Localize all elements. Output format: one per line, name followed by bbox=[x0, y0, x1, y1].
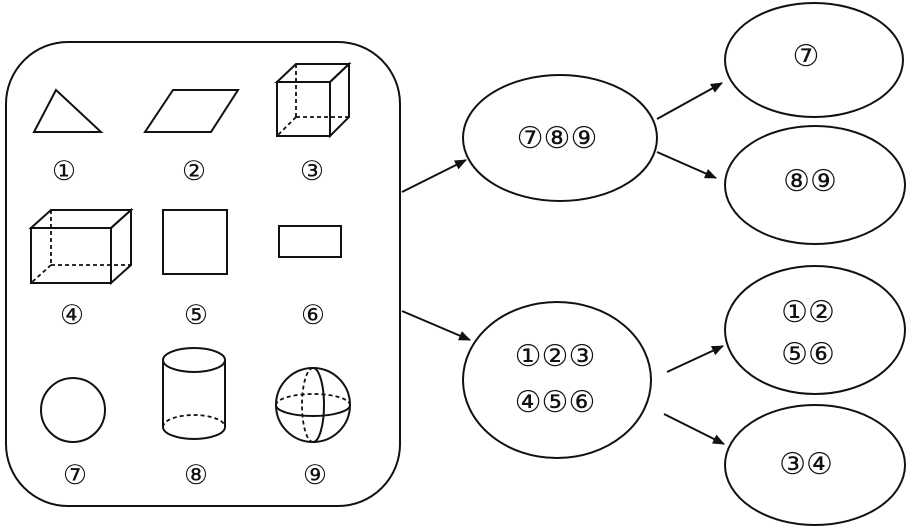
parallelogram-icon bbox=[143, 89, 240, 133]
cube-icon bbox=[274, 61, 352, 139]
shape-label-4: ④ bbox=[60, 300, 84, 331]
arrow-to-bottom-top bbox=[666, 345, 724, 373]
group-node-top-bottom bbox=[724, 125, 906, 245]
arrow-to-bottom-bottom bbox=[663, 413, 725, 445]
cylinder-icon bbox=[162, 347, 226, 440]
shape-label-2: ② bbox=[182, 156, 206, 187]
shape-label-9: ⑨ bbox=[303, 460, 327, 491]
arrow-to-top-bottom bbox=[656, 151, 717, 179]
circle-icon bbox=[40, 377, 106, 443]
group-node-bottom-bottom-label: ③④ bbox=[779, 447, 833, 482]
group-node-bottom-top-label-line1: ①② bbox=[781, 295, 835, 330]
group-node-top-top bbox=[724, 2, 904, 118]
rectangle-icon bbox=[278, 225, 342, 258]
shape-label-6: ⑥ bbox=[301, 300, 325, 331]
cuboid-icon bbox=[28, 207, 134, 286]
group-node-bottom bbox=[462, 301, 652, 459]
arrow-to-bottom-group bbox=[401, 310, 471, 341]
shape-label-3: ③ bbox=[300, 156, 324, 187]
shape-label-5: ⑤ bbox=[184, 300, 208, 331]
group-node-top bbox=[462, 74, 658, 202]
group-node-bottom-bottom bbox=[724, 404, 906, 526]
group-node-bottom-label-line1: ①②③ bbox=[515, 339, 596, 374]
shape-label-1: ① bbox=[52, 156, 76, 187]
shapes-container bbox=[5, 41, 401, 507]
group-node-top-label: ⑦⑧⑨ bbox=[517, 121, 598, 156]
group-node-bottom-top bbox=[724, 265, 906, 395]
group-node-top-top-label: ⑦ bbox=[793, 39, 820, 74]
group-node-top-bottom-label: ⑧⑨ bbox=[783, 164, 837, 199]
sphere-icon bbox=[275, 367, 351, 443]
arrow-to-top-group bbox=[401, 159, 467, 193]
square-icon bbox=[162, 209, 228, 275]
group-node-bottom-label-line2: ④⑤⑥ bbox=[515, 385, 596, 420]
arrow-to-top-top bbox=[656, 82, 723, 120]
shape-label-8: ⑧ bbox=[184, 460, 208, 491]
group-node-bottom-top-label-line2: ⑤⑥ bbox=[781, 337, 835, 372]
shape-label-7: ⑦ bbox=[63, 460, 87, 491]
triangle-icon bbox=[32, 88, 104, 133]
